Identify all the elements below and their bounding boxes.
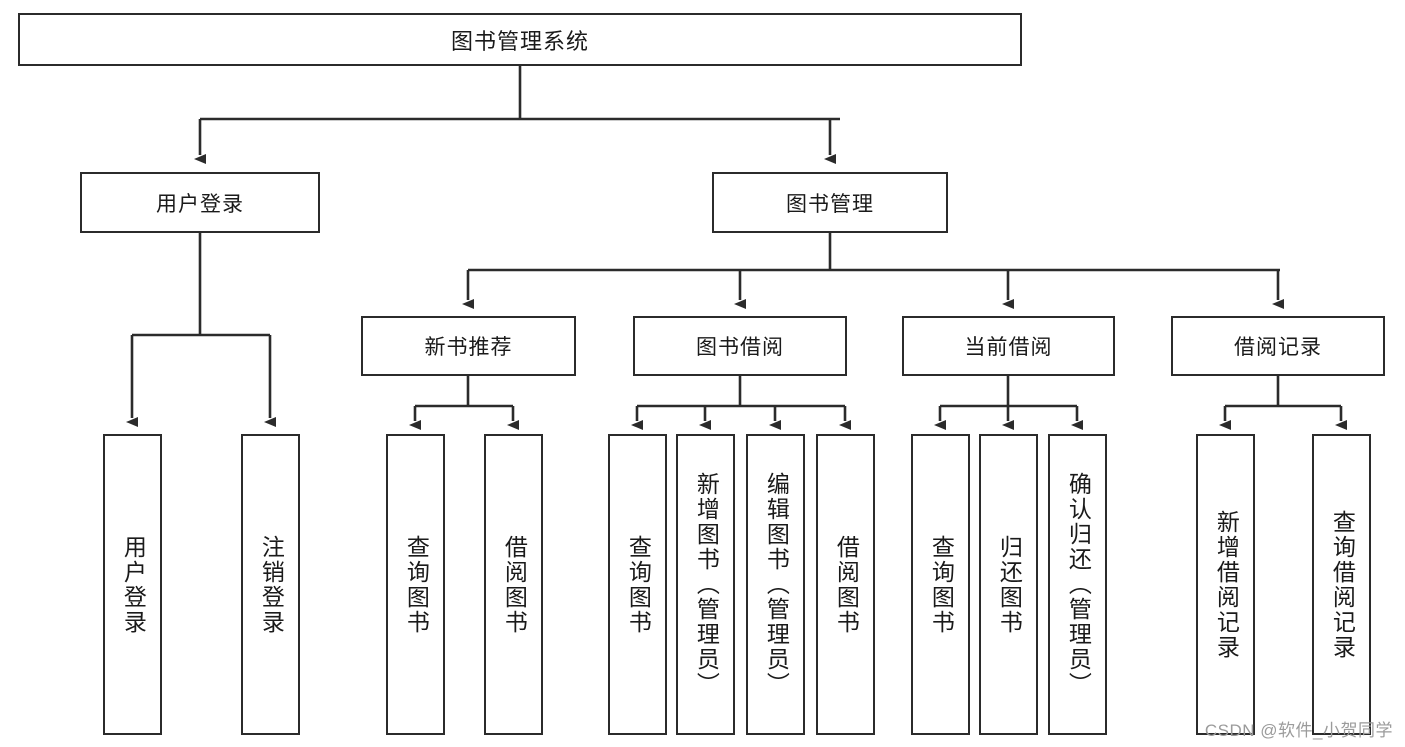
node-new-book-recommend[interactable]: 新书推荐 (361, 316, 576, 376)
node-label: 查询图书 (928, 534, 955, 635)
node-label: 新书推荐 (424, 336, 513, 359)
node-label: 借阅图书 (833, 534, 860, 635)
leaf-query-book-borrow[interactable]: 查询图书 (608, 434, 667, 735)
node-label: 归还图书 (996, 534, 1023, 635)
leaf-query-book-current[interactable]: 查询图书 (911, 434, 970, 735)
leaf-query-borrow-record[interactable]: 查询借阅记录 (1312, 434, 1371, 735)
node-label: 注销登录 (258, 534, 285, 635)
node-label: 借阅记录 (1234, 336, 1322, 359)
node-label: 借阅图书 (501, 534, 528, 635)
csdn-watermark: CSDN @软件_小贺同学 (1204, 721, 1393, 740)
node-label: 查询图书 (403, 534, 430, 635)
node-label: 确认归还（管理员） (1065, 472, 1092, 697)
leaf-edit-book-admin[interactable]: 编辑图书（管理员） (746, 434, 805, 735)
node-label: 图书管理 (786, 192, 874, 216)
leaf-user-login[interactable]: 用户登录 (103, 434, 162, 735)
node-label: 图书借阅 (696, 336, 784, 359)
leaf-return-book[interactable]: 归还图书 (979, 434, 1038, 735)
node-label: 新增借阅记录 (1213, 509, 1240, 660)
node-label: 新增图书（管理员） (693, 472, 720, 697)
leaf-add-borrow-record[interactable]: 新增借阅记录 (1196, 434, 1255, 735)
node-label: 编辑图书（管理员） (763, 472, 790, 697)
node-book-management[interactable]: 图书管理 (712, 172, 948, 233)
leaf-query-book-recommend[interactable]: 查询图书 (386, 434, 445, 735)
node-user-login[interactable]: 用户登录 (80, 172, 320, 233)
node-label: 查询借阅记录 (1329, 509, 1356, 660)
leaf-user-logout[interactable]: 注销登录 (241, 434, 300, 735)
node-label: 图书管理系统 (450, 28, 589, 54)
leaf-borrow-book-recommend[interactable]: 借阅图书 (484, 434, 543, 735)
node-book-borrow[interactable]: 图书借阅 (633, 316, 847, 376)
node-label: 用户登录 (120, 534, 147, 635)
node-label: 查询图书 (625, 534, 652, 635)
node-label: 当前借阅 (964, 336, 1053, 359)
node-label: 用户登录 (156, 192, 244, 216)
node-root-book-management-system[interactable]: 图书管理系统 (18, 13, 1022, 66)
leaf-confirm-return-admin[interactable]: 确认归还（管理员） (1048, 434, 1107, 735)
leaf-add-book-admin[interactable]: 新增图书（管理员） (676, 434, 735, 735)
node-borrow-record[interactable]: 借阅记录 (1171, 316, 1385, 376)
leaf-borrow-book[interactable]: 借阅图书 (816, 434, 875, 735)
node-current-borrow[interactable]: 当前借阅 (902, 316, 1115, 376)
